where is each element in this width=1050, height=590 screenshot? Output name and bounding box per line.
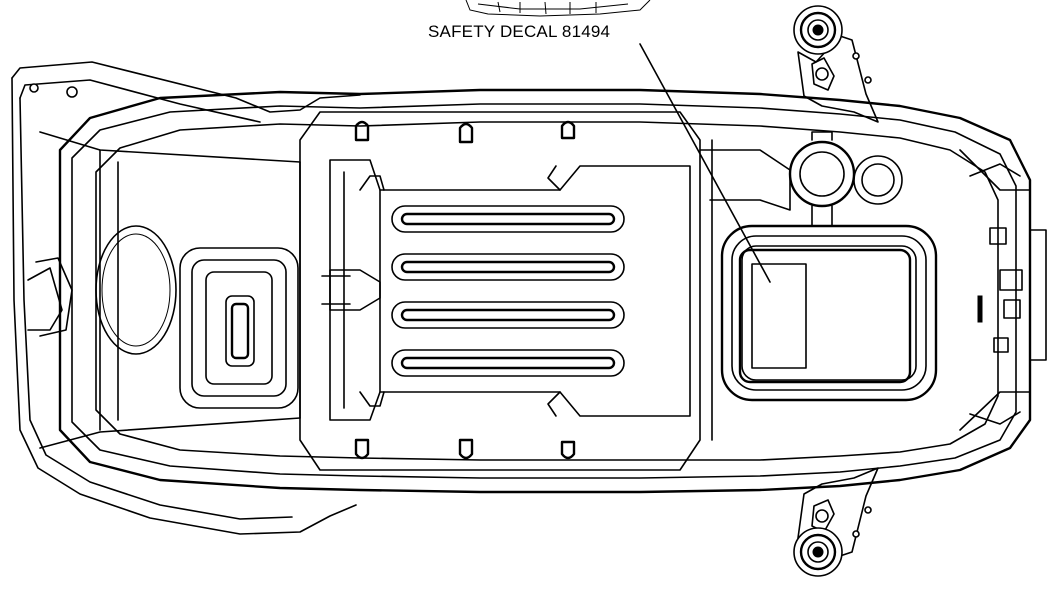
hull-outer (39, 88, 1032, 494)
cropped-logo-fragment (465, 0, 651, 17)
center-cargo-bed (299, 111, 701, 471)
left-access-panel (179, 247, 299, 409)
bottom-right-spindle (793, 467, 879, 577)
tie-down-loops (354, 120, 576, 460)
right-end-details (959, 149, 1047, 431)
bed-slots (391, 205, 625, 377)
top-right-spindle (793, 5, 879, 123)
right-console (699, 131, 938, 441)
left-fender (11, 61, 361, 535)
safety-decal-callout-label: SAFETY DECAL 81494 (428, 22, 611, 41)
callout-leader-line (639, 43, 771, 283)
left-round-hatch (95, 225, 177, 355)
